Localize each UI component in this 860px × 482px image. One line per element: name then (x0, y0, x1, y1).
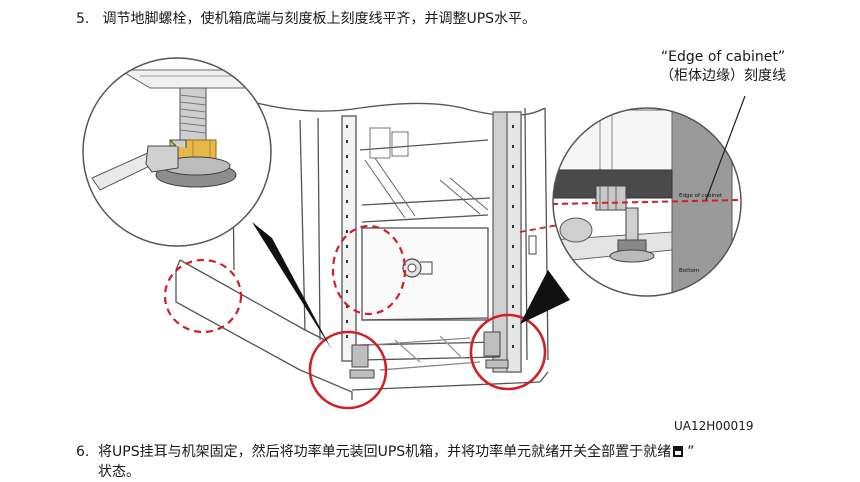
step-6-number: 6. (76, 444, 90, 460)
step-6-text-end: ” (687, 444, 695, 460)
step-6-text: 将UPS挂耳与机架固定，然后将功率单元装回UPS机箱，并将功率单元就绪开关全部置… (98, 444, 672, 460)
ready-switch-icon (673, 446, 684, 457)
figure-id: UA12H00019 (674, 419, 754, 433)
edge-callout: “Edge of cabinet” （柜体边缘）刻度线 (660, 48, 786, 86)
step-5-text: 调节地脚螺栓，使机箱底端与刻度板上刻度线平齐，并调整UPS水平。 (102, 11, 537, 27)
left-pointer-wedge (252, 222, 332, 350)
rail-holes (346, 125, 514, 348)
edge-line-on-cabinet (519, 203, 673, 233)
wrench-icon (91, 139, 187, 191)
right-zoom-circle: Edge of cabinet Bottom (552, 107, 742, 297)
step-6: 6. 将UPS挂耳与机架固定，然后将功率单元装回UPS机箱，并将功率单元就绪开关全… (76, 442, 836, 482)
callout-title: “Edge of cabinet” (660, 49, 786, 65)
ups-cabinet (175, 95, 549, 400)
inner-rails (364, 127, 489, 219)
right-pointer-wedge (520, 270, 570, 324)
callout-leader-line (705, 95, 746, 201)
cabinet-feet (349, 331, 509, 379)
scale-label-bottom: Bottom (679, 268, 699, 274)
step-5-number: 5. (76, 11, 90, 27)
solid-highlight-circles (308, 313, 547, 410)
door-handle (528, 235, 537, 255)
left-zoom-circle (82, 57, 272, 247)
dashed-highlight-circles (163, 224, 407, 334)
callout-subtitle: （柜体边缘）刻度线 (660, 68, 786, 84)
step-5: 5. 调节地脚螺栓，使机箱底端与刻度板上刻度线平齐，并调整UPS水平。 (76, 9, 536, 29)
module-knob (402, 258, 433, 278)
scale-label-edge: Edge of cabinet (679, 193, 723, 199)
step-6-continuation: 状态。 (98, 464, 140, 480)
